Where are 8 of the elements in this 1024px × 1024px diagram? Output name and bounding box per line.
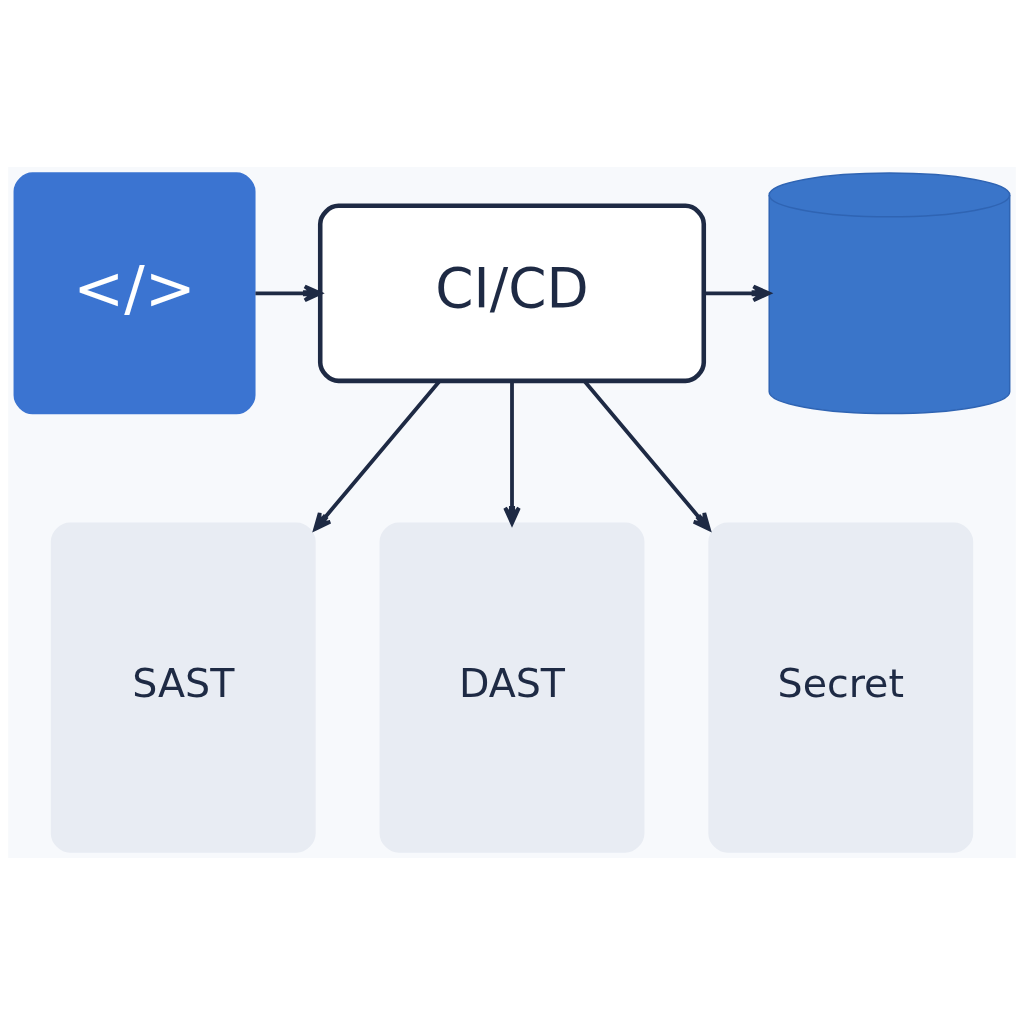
node-box: </>	[13, 171, 256, 414]
node-box: DAST	[379, 521, 645, 853]
node-box: CI/CD	[317, 203, 707, 383]
arrow	[255, 284, 322, 302]
arrow	[503, 380, 521, 525]
node-box: Secret	[708, 521, 974, 853]
arrow	[704, 284, 771, 302]
node-box: SAST	[50, 521, 316, 853]
